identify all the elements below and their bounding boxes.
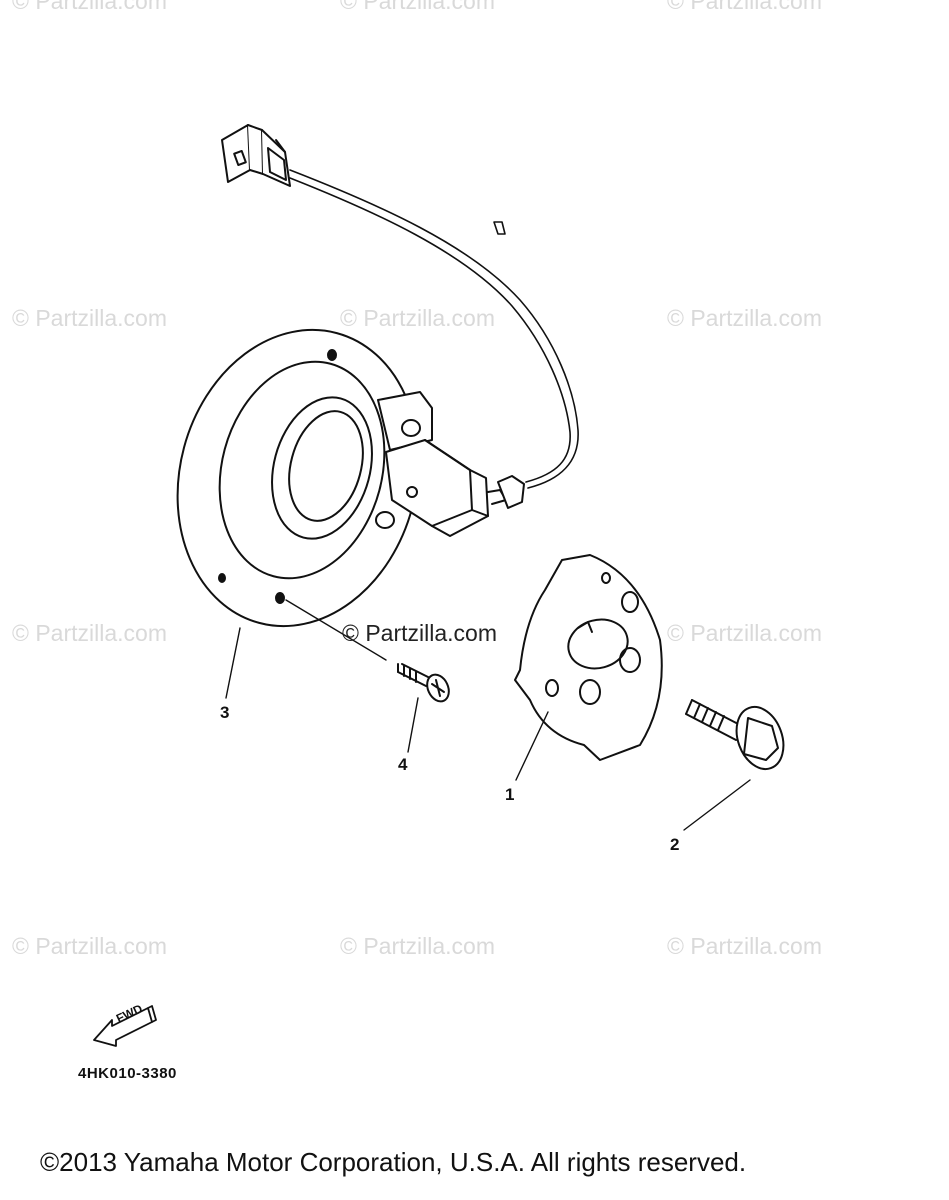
watermark-row2-right: © Partzilla.com: [667, 305, 822, 331]
watermark-row3-left: © Partzilla.com: [12, 620, 167, 646]
fwd-arrow-icon: [93, 1005, 157, 1047]
leader-lines: [225, 599, 751, 831]
watermark-row2-center: © Partzilla.com: [340, 305, 495, 331]
watermark-row2-left: © Partzilla.com: [12, 305, 167, 331]
pickup-coil: [375, 391, 525, 537]
flange-bolt: [685, 699, 785, 770]
callout-3: 3: [220, 703, 230, 722]
copyright-notice: ©2013 Yamaha Motor Corporation, U.S.A. A…: [40, 1147, 747, 1177]
callout-2: 2: [670, 835, 680, 854]
screw: [397, 663, 450, 703]
watermark-row4-left: © Partzilla.com: [12, 933, 167, 959]
diagram-code: 4HK010-3380: [78, 1065, 177, 1082]
watermark-top-left: © Partzilla.com: [12, 0, 167, 14]
watermark-row4-right: © Partzilla.com: [667, 933, 822, 959]
watermark-row3-right: © Partzilla.com: [667, 620, 822, 646]
stator-plate: [176, 328, 420, 628]
wire-connector: [221, 124, 291, 187]
rotor-plate: [514, 554, 663, 761]
callout-4: 4: [398, 755, 408, 774]
watermark-top-right: © Partzilla.com: [667, 0, 822, 14]
callout-1: 1: [505, 785, 515, 804]
wire-harness: [289, 169, 579, 489]
watermark-row4-center: © Partzilla.com: [340, 933, 495, 959]
watermark-top-center: © Partzilla.com: [340, 0, 495, 14]
watermark-center: © Partzilla.com: [342, 620, 497, 646]
